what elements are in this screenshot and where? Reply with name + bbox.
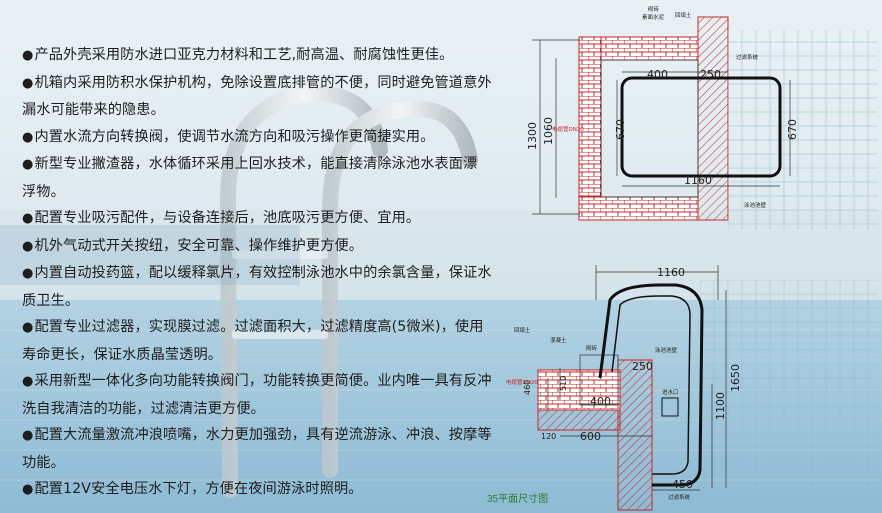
inner-cavity bbox=[600, 59, 699, 198]
label-brick-section: 砌砖 bbox=[586, 344, 598, 352]
filter-system-unit bbox=[620, 76, 782, 178]
diagram-caption: 35平面尺寸图 bbox=[487, 494, 549, 505]
dimension-lines-plan bbox=[532, 39, 791, 215]
bullet-icon: ● bbox=[22, 211, 34, 226]
bullet-icon: ● bbox=[22, 428, 34, 443]
bullet-icon: ● bbox=[22, 374, 34, 389]
dim-120: 120 bbox=[541, 432, 556, 441]
feature-item: ●内置自动投药篮，配以缓释氯片，有效控制泳池水中的余氯含量，保证水质卫生。 bbox=[22, 265, 492, 309]
dim-400: 400 bbox=[647, 68, 668, 81]
dim-250-section: 250 bbox=[632, 360, 653, 373]
label-cable-pipe: 电缆管DN20 bbox=[552, 125, 584, 133]
dim-1300: 1300 bbox=[526, 122, 539, 150]
ladder-step-blue bbox=[0, 225, 300, 285]
feature-item: ●配置大流量激流冲浪喷嘴，水力更加强劲，具有逆流游泳、冲浪、按摩等功能。 bbox=[22, 427, 492, 471]
feature-item: ●新型专业撇渣器，水体循环采用上回水技术，能直接清除泳池水表面漂 浮物。 bbox=[22, 156, 478, 200]
dim-1160-plan: 1160 bbox=[684, 174, 712, 187]
bullet-icon: ● bbox=[22, 75, 34, 91]
feature-item: ●配置专业吸污配件，与设备连接后，池底吸污更方便、宜用。 bbox=[22, 210, 421, 226]
label-brick: 砌砖 bbox=[648, 5, 660, 13]
bullet-icon: ● bbox=[22, 320, 34, 335]
dim-400-section: 400 bbox=[590, 395, 611, 408]
tile-area-section bbox=[700, 280, 878, 510]
label-concrete: 混凝土 bbox=[550, 336, 567, 344]
housing-cavity bbox=[579, 354, 619, 406]
dim-670-right: 670 bbox=[786, 119, 799, 140]
bullet-icon: ● bbox=[22, 266, 34, 281]
label-cable-pipe-section: 电缆管DN20 bbox=[506, 378, 538, 386]
plan-view: 400 250 1300 1060 670 670 1160 砌砖 素面水泥 回… bbox=[526, 5, 878, 230]
feature-list: ●产品外壳采用防水进口亚克力材料和工艺,耐高温、耐腐蚀性更佳。 ●机箱内采用防积… bbox=[22, 42, 492, 504]
tile-area bbox=[728, 30, 878, 230]
ladder-steps bbox=[232, 250, 328, 339]
feature-item: ●机箱内采用防积水保护机构，免除设置底排管的不便，同时避免管道意外漏水可能带来的… bbox=[22, 74, 492, 119]
bullet-icon: ● bbox=[22, 238, 34, 254]
feature-item: ●机外气动式开关按纽，安全可靠、操作维护更方便。 bbox=[22, 237, 364, 254]
bullet-icon: ● bbox=[22, 129, 34, 145]
filter-unit-outline bbox=[598, 283, 704, 487]
dim-600: 600 bbox=[580, 430, 601, 443]
dim-670-left: 670 bbox=[614, 119, 627, 140]
concrete-slab bbox=[537, 409, 621, 431]
dim-250: 250 bbox=[700, 68, 721, 81]
dim-460: 460 bbox=[523, 380, 532, 395]
pool-wall-section bbox=[617, 359, 653, 511]
inlet-box bbox=[661, 397, 679, 417]
label-pool-wall-section: 泳池池壁 bbox=[655, 346, 678, 354]
dimension-lines-section bbox=[547, 265, 727, 491]
brick-ledge bbox=[537, 369, 621, 411]
dim-1060: 1060 bbox=[542, 117, 555, 145]
label-filter-system: 过滤系统 bbox=[736, 53, 759, 61]
pool-wall-hatch bbox=[697, 16, 729, 221]
label-inlet: 进水口 bbox=[662, 388, 679, 396]
label-backfill-section: 回填土 bbox=[514, 326, 531, 334]
feature-item: ●内置水流方向转换阀，使调节水流方向和吸污操作更简捷实用。 bbox=[22, 128, 435, 145]
label-filter-system-section: 过滤系统 bbox=[668, 493, 691, 501]
pool-ladder-rails bbox=[219, 85, 478, 498]
feature-item: ●配置专业过滤器，实现膜过滤。过滤面积大，过滤精度高(5微米)，使用寿命更长，保… bbox=[22, 319, 484, 363]
bullet-icon: ● bbox=[22, 482, 34, 497]
bullet-icon: ● bbox=[22, 157, 34, 172]
feature-item: ●产品外壳采用防水进口亚克力材料和工艺,耐高温、耐腐蚀性更佳。 bbox=[22, 47, 454, 63]
bullet-icon: ● bbox=[22, 48, 34, 63]
section-view: 1160 250 510 400 460 120 600 1650 1100 4… bbox=[506, 265, 878, 511]
dim-450: 450 bbox=[672, 478, 693, 491]
label-pool-wall: 泳池池壁 bbox=[744, 201, 767, 209]
dim-510: 510 bbox=[559, 376, 568, 391]
label-backfill: 回填土 bbox=[675, 11, 692, 19]
brick-wall-bottom bbox=[578, 196, 699, 221]
feature-item: ●采用新型一体化多向功能转换阀门，功能转换更简便。业内唯一具有反冲洗自我清洁的功… bbox=[22, 373, 492, 417]
dim-1160-section: 1160 bbox=[657, 266, 685, 279]
feature-item: ●配置12V安全电压水下灯，方便在夜间游泳时照明。 bbox=[22, 481, 363, 497]
filter-unit-inner bbox=[611, 295, 691, 475]
dim-1650: 1650 bbox=[729, 364, 742, 392]
label-cement: 素面水泥 bbox=[642, 13, 665, 21]
dim-1100: 1100 bbox=[714, 392, 727, 420]
